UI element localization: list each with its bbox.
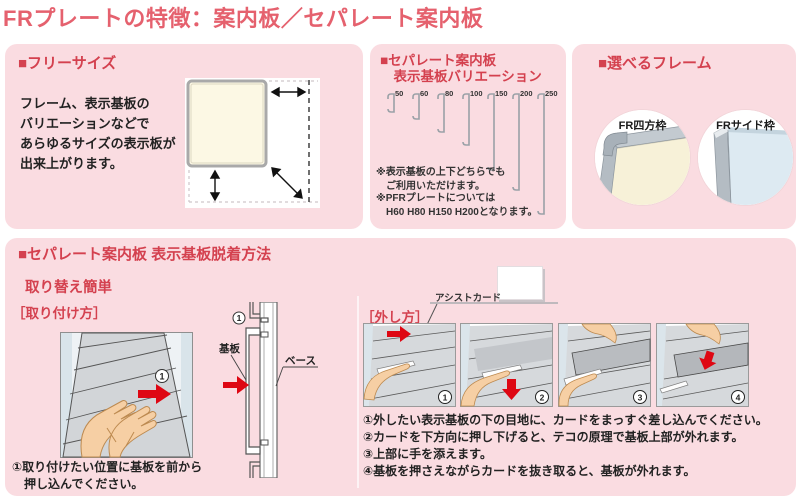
frame-option-side: FRサイド枠 — [698, 110, 793, 205]
size-label: 80 — [445, 89, 454, 98]
step-badge: 1 — [232, 311, 246, 325]
frame-corner-label: FR四方枠 — [618, 120, 667, 132]
remove-step-illustration-1: 1 — [363, 323, 456, 407]
remove-step-illustration-4: 4 — [656, 323, 749, 407]
panel-frames: ■選べるフレーム FR四方枠 FRサイド枠 — [572, 44, 796, 229]
free-size-body: フレーム、表示基板の バリエーションなどで あらゆるサイズの表示板が 出来上がり… — [20, 96, 176, 172]
lower-board-hook — [249, 461, 260, 478]
base-label: ベース — [285, 355, 316, 367]
assist-card-underline — [430, 302, 558, 304]
remove-method-label: ［外し方］ — [361, 310, 429, 325]
board-inner-edge — [190, 83, 264, 164]
svg-text:3: 3 — [638, 393, 643, 403]
size-profiles: 50 60 80 100 150 200 — [384, 89, 564, 224]
red-arrow-right-icon — [387, 326, 411, 342]
upper-hand — [685, 323, 721, 345]
red-arrow-down-icon — [699, 350, 717, 370]
size-profile: 150 — [484, 89, 508, 179]
upper-hand — [581, 323, 617, 344]
size-diagram — [185, 78, 320, 208]
horizontal-resize-arrow-icon — [270, 86, 307, 98]
frames-heading: ■選べるフレーム — [598, 55, 712, 72]
panel-variations: ■セパレート案内板 表示基板バリエーション 50 60 80 100 150 — [370, 44, 566, 229]
svg-text:1: 1 — [443, 393, 448, 403]
assist-card-image — [497, 266, 543, 300]
size-label: 200 — [520, 89, 533, 98]
board-image — [186, 79, 268, 168]
install-caption: ①取り付けたい位置に基板を前から 押し込んでください。 — [12, 460, 203, 491]
frame-side-art — [713, 125, 793, 205]
frame-corner-art — [596, 124, 690, 205]
dashed-guides — [188, 80, 318, 203]
diagonal-resize-arrow-icon — [271, 167, 303, 199]
frame-option-corner: FR四方枠 — [595, 110, 690, 205]
install-illustration-svg: 1 — [60, 332, 193, 458]
step-badge: 3 — [633, 390, 647, 404]
loosened-board — [474, 337, 552, 371]
board-label: 基板 — [218, 342, 240, 355]
easy-swap-label: 取り替え簡単 — [25, 280, 112, 296]
svg-text:2: 2 — [540, 393, 545, 403]
size-profile: 50 — [384, 89, 403, 121]
step-badge: 1 — [438, 390, 452, 404]
size-label: 50 — [395, 89, 404, 98]
remove-instructions: ①外したい表示基板の下の目地に、カードをまっすぐ差し込んでください。 ②カードを… — [363, 413, 768, 479]
size-profile: 100 — [459, 89, 483, 154]
size-profile: 80 — [434, 89, 453, 141]
upper-board-hook — [249, 302, 269, 323]
hand — [460, 370, 510, 407]
remove-step-illustration-3: 3 — [558, 323, 651, 407]
hand — [363, 363, 410, 401]
install-illustration: 1 — [60, 332, 193, 463]
remove-step-illustration-2: 2 — [460, 323, 553, 407]
frame-side-image — [698, 110, 793, 205]
variations-heading: ■セパレート案内板 表示基板バリエーション — [380, 53, 542, 85]
panel-free-size: ■フリーサイズ フレーム、表示基板の バリエーションなどで あらゆるサイズの表示… — [5, 44, 363, 229]
cross-section-svg: 1 基板 ベース — [218, 301, 318, 479]
variations-note-2: ※PFRプレートについては H60 H80 H150 H200となります。 — [376, 193, 538, 218]
frame-corner-image — [595, 110, 690, 205]
base-rail — [259, 301, 278, 479]
size-label: 60 — [420, 89, 429, 98]
tilted-board — [571, 338, 651, 376]
size-label: 100 — [470, 89, 483, 98]
red-arrow-down-icon — [502, 379, 521, 400]
assist-card-wedge — [659, 380, 689, 394]
install-method-label: ［取り付け方］ — [12, 306, 107, 321]
cross-section-diagram: 1 基板 ベース — [217, 301, 325, 483]
removal-heading: ■セパレート案内板 表示基板脱着方法 — [18, 246, 272, 263]
size-diagram-svg — [186, 79, 318, 204]
step-badge: 2 — [535, 390, 549, 404]
size-profile: 250 — [534, 89, 558, 223]
page-title: FRプレートの特徴：案内板／セパレート案内板 — [3, 6, 484, 31]
assist-card-label: アシストカード — [435, 293, 502, 304]
svg-text:4: 4 — [736, 393, 741, 403]
svg-text:1: 1 — [159, 372, 164, 382]
svg-text:1: 1 — [237, 313, 242, 323]
red-arrow-right-icon — [223, 376, 249, 394]
size-profile: 200 — [509, 89, 533, 199]
free-size-heading: ■フリーサイズ — [18, 55, 117, 72]
size-profile: 60 — [409, 89, 428, 128]
section-divider — [357, 296, 359, 488]
clip-top — [260, 331, 269, 338]
variations-note-1: ※表示基板の上下どちらでも ご利用いただけます。 — [376, 167, 506, 192]
step-badge: 4 — [731, 390, 745, 404]
size-label: 150 — [495, 89, 508, 98]
panel-removal: ■セパレート案内板 表示基板脱着方法 取り替え簡単 ［取り付け方］ — [5, 238, 796, 496]
vertical-resize-arrow-icon — [209, 169, 221, 202]
red-arrow-right-icon — [138, 384, 171, 404]
frame-side-label: FRサイド枠 — [716, 120, 775, 132]
size-label: 250 — [545, 89, 558, 98]
board-profile — [245, 327, 261, 455]
clip-bottom — [260, 439, 269, 446]
hands — [80, 400, 157, 458]
hand — [558, 373, 597, 407]
step-badge: 1 — [155, 369, 169, 383]
